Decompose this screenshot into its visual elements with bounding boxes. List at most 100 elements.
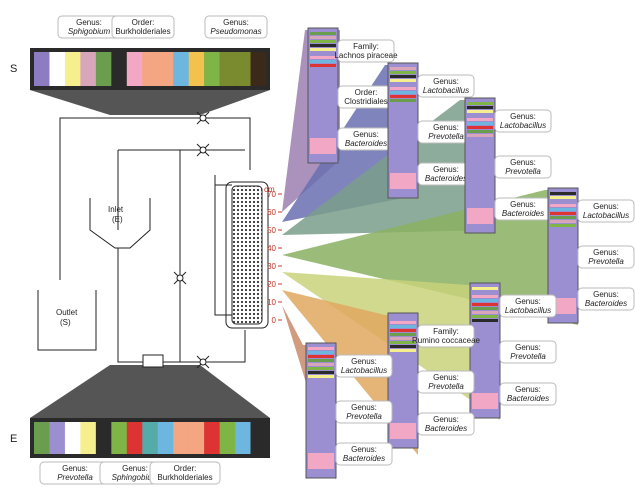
callout-name: Bacteroides	[507, 394, 549, 403]
callout-rank: Genus:	[593, 290, 619, 299]
callout-rank: Genus:	[351, 445, 377, 454]
bar-segment	[235, 52, 251, 86]
outlet-sub: (S)	[60, 318, 71, 327]
column-callout: Genus:Bacteroides	[335, 442, 393, 466]
callout-rank: Genus:	[510, 200, 536, 209]
column-profile: Genus:LactobacillusGenus:PrevotellaGenus…	[387, 62, 475, 199]
top-callout: Order:Burkholderiales	[111, 15, 175, 39]
callout-name: Bacteroides	[343, 454, 385, 463]
callout-rank: Family:	[433, 327, 459, 336]
callout-name: Pseudomonas	[210, 27, 261, 36]
callout-name: Bacteroides	[425, 174, 467, 183]
bar-segment	[142, 422, 159, 454]
column-callout: Genus:Prevotella	[577, 245, 635, 269]
callout-rank: Genus:	[351, 357, 377, 366]
valve-icon	[196, 355, 210, 369]
column-callout: Genus:Lactobacillus	[499, 294, 557, 318]
bar-segment	[64, 422, 81, 454]
valve-icon	[196, 111, 210, 125]
column-callout: Genus:Prevotella	[494, 155, 552, 179]
callout-name: Lactobacillus	[341, 366, 387, 375]
bar-segment	[80, 422, 97, 454]
column-callout: Family:Lachnos piraceae	[334, 39, 398, 63]
inlet-tank	[89, 198, 151, 249]
callout-name: Bacteroides	[585, 299, 627, 308]
column-callout: Genus:Lactobacillus	[417, 74, 475, 98]
column-profile: Genus:LactobacillusGenus:PrevotellaGenus…	[305, 342, 393, 479]
callout-name: Lactobacillus	[583, 211, 629, 220]
callout-name: Lactobacillus	[500, 121, 546, 130]
scale-tick-label: 10	[267, 298, 276, 307]
column-callout: Genus:Prevotella	[417, 120, 475, 144]
callout-rank: Family:	[353, 42, 379, 51]
column-profile: Genus:LactobacillusGenus:PrevotellaGenus…	[547, 187, 635, 324]
callout-rank: Genus:	[515, 385, 541, 394]
callout-name: Sphingobium	[112, 473, 159, 482]
callout-name: Rumino coccaceae	[412, 336, 481, 345]
callout-name: Prevotella	[428, 382, 464, 391]
top-letter: S	[10, 63, 17, 75]
bar-segment	[95, 52, 112, 86]
bar-segment	[250, 422, 267, 454]
bottom-callout: Order:Burkholderiales	[149, 461, 221, 485]
callout-name: Bacteroides	[502, 209, 544, 218]
bar-segment	[157, 52, 174, 86]
bar-segment	[188, 52, 205, 86]
callout-rank: Genus:	[122, 464, 148, 473]
callout-name: Prevotella	[57, 473, 93, 482]
bar-segment	[142, 52, 159, 86]
scale-tick-label: 60	[267, 208, 276, 217]
callout-rank: Order:	[174, 464, 197, 473]
callout-name: Prevotella	[510, 352, 546, 361]
callout-name: Prevotella	[346, 412, 382, 421]
column-callout: Genus:Prevotella	[335, 400, 393, 424]
bar-segment	[235, 422, 251, 454]
column-callout: Genus:Prevotella	[499, 340, 557, 364]
outlet-label: Outlet	[56, 308, 78, 317]
bar-segment	[219, 422, 236, 454]
callout-rank: Order:	[132, 18, 155, 27]
bar-segment	[49, 422, 66, 454]
column-profile: Genus:LactobacillusGenus:PrevotellaGenus…	[469, 282, 557, 419]
top-community-bar: S	[10, 48, 270, 115]
valve-icon	[196, 143, 210, 157]
top-callout: Genus:Sphigobium	[57, 15, 121, 39]
callout-rank: Order:	[355, 88, 378, 97]
column-callout: Genus:Lactobacillus	[335, 354, 393, 378]
column-callout: Genus:Bacteroides	[417, 412, 475, 436]
callout-rank: Genus:	[510, 158, 536, 167]
bar-segment	[34, 422, 50, 454]
callout-name: Bacteroides	[425, 424, 467, 433]
scale-unit: cm	[264, 185, 275, 194]
column-callout: Genus:Lactobacillus	[577, 199, 635, 223]
column-callout: Genus:Bacteroides	[337, 127, 395, 151]
bottom-community-bar: E	[10, 365, 270, 458]
callout-rank: Genus:	[433, 415, 459, 424]
callout-rank: Genus:	[433, 373, 459, 382]
callout-name: Burkholderiales	[157, 473, 212, 482]
bar-segment	[49, 52, 66, 86]
callout-name: Prevotella	[505, 167, 541, 176]
bar-segment	[111, 422, 128, 454]
callout-rank: Genus:	[515, 343, 541, 352]
callout-rank: Genus:	[433, 165, 459, 174]
column-profile: Family:Lachnos piraceaeOrder:Clostridial…	[307, 27, 398, 164]
callout-name: Prevotella	[588, 257, 624, 266]
scale-tick-label: 0	[272, 316, 277, 325]
bar-segment	[64, 52, 81, 86]
bar-segment	[126, 52, 143, 86]
callout-name: Lactobacillus	[505, 306, 551, 315]
callout-rank: Genus:	[62, 464, 88, 473]
callout-name: Sphigobium	[68, 27, 111, 36]
column-callout: Genus:Bacteroides	[577, 287, 635, 311]
scale-tick-label: 40	[267, 244, 276, 253]
column-callout: Genus:Lactobacillus	[494, 109, 552, 133]
callout-rank: Genus:	[433, 77, 459, 86]
callout-rank: Genus:	[510, 112, 536, 121]
callout-name: Lactobacillus	[423, 86, 469, 95]
callout-rank: Genus:	[433, 123, 459, 132]
top-callout: Genus:Pseudomonas	[204, 15, 268, 39]
bar-segment	[80, 52, 97, 86]
column-callout: Genus:Bacteroides	[499, 382, 557, 406]
bar-segment	[111, 52, 128, 86]
